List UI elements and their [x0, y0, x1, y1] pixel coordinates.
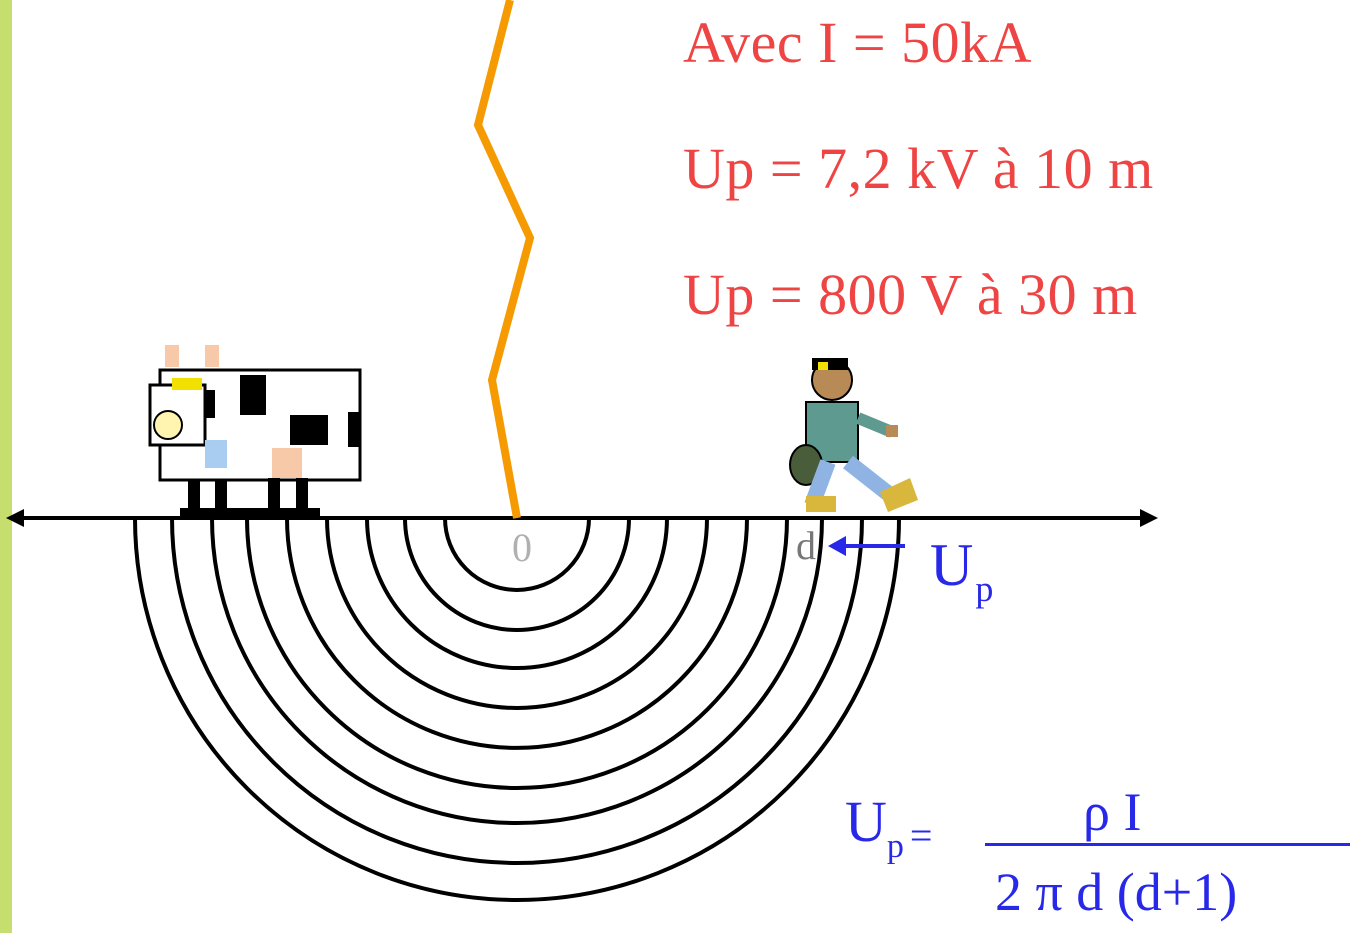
formula-equals: =: [909, 813, 933, 858]
up-arrow-label: Up: [930, 532, 993, 607]
formula-lhs-sub: p: [886, 828, 904, 865]
info-voltage-30m: Up = 800 V à 30 m: [683, 262, 1138, 327]
up-arrow-label-sub: p: [975, 569, 994, 609]
formula-denominator: 2 π d (d+1): [995, 862, 1238, 922]
equipotential-arc: [443, 517, 591, 592]
walking-person-icon: [789, 358, 918, 512]
equipotential-arc: [285, 517, 749, 750]
origin-label: 0: [512, 525, 532, 570]
lightning-bolt-icon: [473, 0, 535, 519]
step-voltage-formula: Up= ρ I 2 π d (d+1): [845, 785, 1350, 930]
equipotential-arc: [403, 517, 631, 632]
info-voltage-10m: Up = 7,2 kV à 10 m: [683, 136, 1154, 201]
ground-axis: [6, 509, 1158, 527]
equipotential-arc: [170, 517, 864, 865]
formula-numerator: ρ I: [1083, 782, 1142, 842]
equipotential-arc: [365, 517, 669, 670]
distance-label: d: [796, 523, 816, 568]
formula-lhs-main: U: [845, 789, 887, 854]
info-current: Avec I = 50kA: [683, 10, 1032, 75]
up-arrow-label-main: U: [930, 532, 974, 598]
equipotential-arc: [210, 517, 824, 825]
equipotential-arc: [245, 517, 789, 790]
formula-fraction-bar: [985, 843, 1350, 846]
equipotential-arc: [133, 517, 901, 902]
left-accent-bar: [0, 0, 12, 933]
equipotential-arc: [325, 517, 709, 710]
formula-lhs: Up=: [845, 793, 932, 864]
cow-icon: [148, 345, 362, 518]
up-distance-arrow: [828, 536, 905, 556]
equipotential-arcs: [133, 517, 901, 902]
